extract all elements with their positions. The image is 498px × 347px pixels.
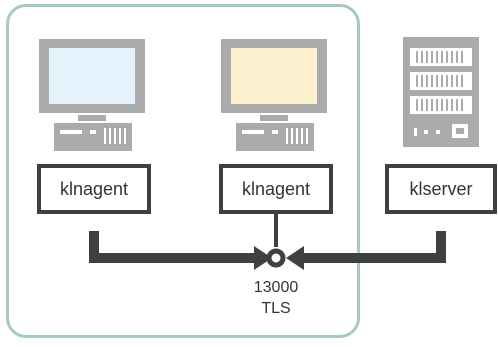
agent-label-left-text: klnagent xyxy=(59,178,129,199)
connection-right-line xyxy=(302,231,446,263)
arrowhead-right xyxy=(286,246,304,270)
server-label: klserver xyxy=(385,164,497,214)
network-boundary xyxy=(6,4,360,338)
computer-icon xyxy=(221,39,327,151)
agent-label-left: klnagent xyxy=(37,164,151,214)
protocol-label: TLS xyxy=(261,300,291,317)
computer-icon xyxy=(39,39,145,151)
connection-left-line xyxy=(89,231,258,263)
drive-bay-lines xyxy=(416,51,463,111)
monitor-screen xyxy=(231,48,317,104)
port-node xyxy=(266,248,286,268)
drive-slot xyxy=(60,130,82,134)
drive-slot xyxy=(242,130,264,134)
arrowhead-left xyxy=(254,246,272,270)
power-button xyxy=(272,130,278,134)
agent-label-right-text: klnagent xyxy=(241,178,311,199)
vent-slots xyxy=(286,128,308,144)
server-rack-icon xyxy=(403,37,479,147)
port-number: 13000 xyxy=(253,279,299,296)
agent-label-right: klnagent xyxy=(219,164,333,214)
monitor-stand xyxy=(260,115,288,121)
monitor-screen xyxy=(49,48,135,104)
vent-slots xyxy=(104,128,126,144)
server-label-text: klserver xyxy=(409,178,473,199)
monitor-stand xyxy=(78,115,106,121)
power-button xyxy=(90,130,96,134)
server-control-hole xyxy=(456,128,464,134)
